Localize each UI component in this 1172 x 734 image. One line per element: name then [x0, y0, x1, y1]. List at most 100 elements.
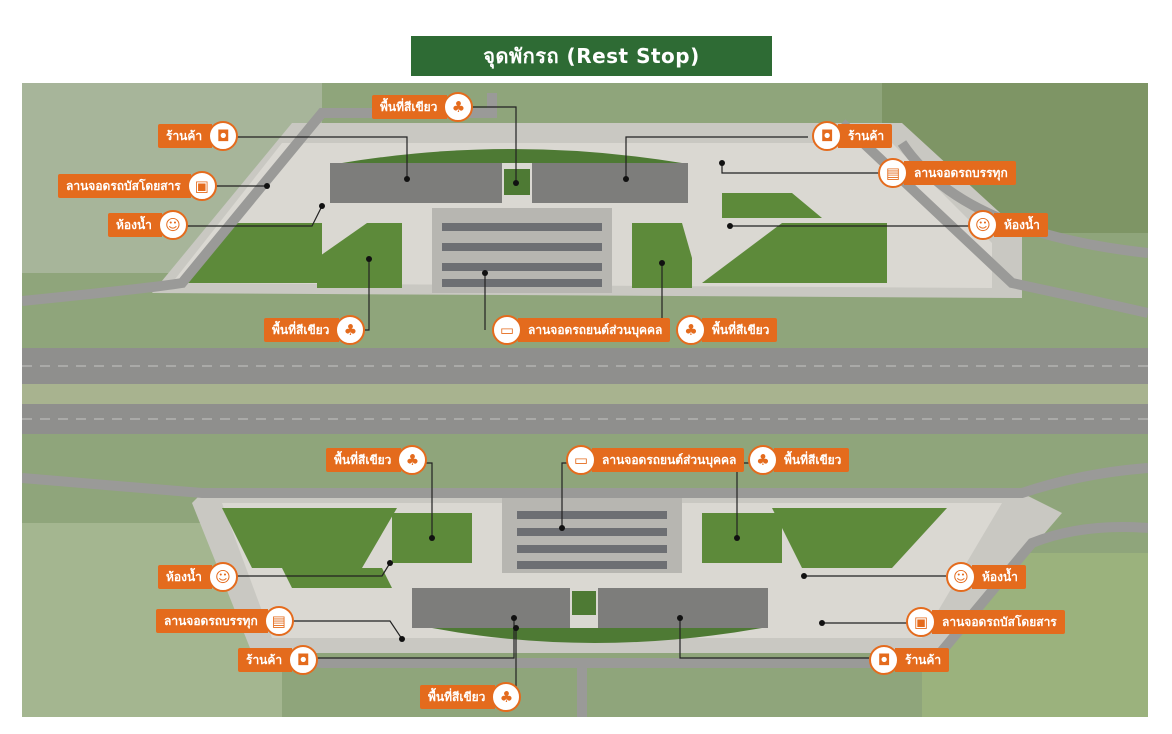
leader-s-green-right	[736, 462, 751, 538]
north-lawn-3	[632, 223, 692, 288]
shopping-bag-icon: ◘	[869, 645, 899, 675]
callout-car-parking: ▭ ลานจอดรถยนต์ส่วนบุคคล	[566, 445, 745, 475]
leader-dot	[366, 256, 372, 262]
callout-label: ร้านค้า	[238, 648, 293, 672]
leader-dot	[801, 573, 807, 579]
callout-label: ลานจอดรถยนต์ส่วนบุคคล	[518, 318, 671, 342]
callout-label: ลานจอดรถบัสโดยสาร	[932, 610, 1065, 634]
leader-dot	[513, 625, 519, 631]
leader-n-shop-right	[625, 136, 808, 179]
callout-label: ลานจอดรถบรรทุก	[904, 161, 1016, 185]
tree-icon: ♣	[491, 682, 522, 712]
callout-green-area: พื้นที่สีเขียว ♣	[420, 682, 522, 712]
south-parking-row-1	[517, 511, 667, 519]
leader-s-truck	[277, 620, 403, 640]
north-garden-strip	[342, 149, 682, 163]
leader-s-shop-right	[679, 618, 869, 659]
shopping-bag-icon: ◘	[208, 121, 239, 151]
tree-icon: ♣	[748, 445, 778, 475]
callout-bus-parking: ลานจอดรถบัสโดยสาร ▣	[58, 171, 217, 201]
south-parking-row-2	[517, 528, 667, 536]
north-lawn-5	[722, 193, 822, 218]
callout-shop: ◘ ร้านค้า	[869, 645, 950, 675]
restroom-icon: ☺	[968, 210, 998, 240]
north-parking-row-2	[442, 243, 602, 251]
north-exit-road	[838, 119, 1148, 318]
leader-dot	[513, 180, 519, 186]
callout-restroom: ห้องน้ำ ☺	[108, 210, 188, 240]
leader-dot	[511, 615, 517, 621]
leader-dot	[264, 183, 270, 189]
leader-lines	[180, 106, 972, 696]
north-parking-row-1	[442, 223, 602, 231]
north-parking-row-4	[442, 279, 602, 287]
callout-label: พื้นที่สีเขียว	[372, 95, 448, 119]
south-building-east	[598, 588, 768, 628]
leader-dot	[734, 535, 740, 541]
callout-car-parking: ▭ ลานจอดรถยนต์ส่วนบุคคล	[492, 315, 671, 345]
callout-label: ลานจอดรถบรรทุก	[156, 609, 268, 633]
bus-icon: ▣	[906, 607, 936, 637]
south-lawn-4	[772, 508, 947, 568]
leader-n-green-top	[459, 106, 517, 183]
tree-icon: ♣	[397, 445, 428, 475]
leader-n-toilet-left	[180, 205, 323, 227]
callout-label: พื้นที่สีเขียว	[420, 685, 496, 709]
callout-label: ร้านค้า	[158, 124, 213, 148]
truck-icon: ▤	[878, 158, 908, 188]
callout-shop: ร้านค้า ◘	[158, 121, 239, 151]
leader-dot	[404, 176, 410, 182]
leader-s-toilet-left	[217, 562, 391, 577]
south-lawn-5	[282, 568, 392, 588]
truck-icon: ▤	[263, 606, 294, 636]
callout-label: ลานจอดรถยนต์ส่วนบุคคล	[592, 448, 745, 472]
callout-green-area: พื้นที่สีเขียว ♣	[372, 92, 474, 122]
leader-dot	[399, 636, 405, 642]
callout-green-area: พื้นที่สีเขียว ♣	[326, 445, 428, 475]
shopping-bag-icon: ◘	[812, 121, 842, 151]
south-parking-row-4	[517, 561, 667, 569]
callout-label: ห้องน้ำ	[972, 565, 1026, 589]
leader-dot	[319, 203, 325, 209]
callout-label: ห้องน้ำ	[158, 565, 212, 589]
callout-label: ร้านค้า	[895, 648, 950, 672]
car-icon: ▭	[566, 445, 596, 475]
leader-dot	[559, 525, 565, 531]
restroom-icon: ☺	[157, 210, 188, 240]
leader-dot	[387, 560, 393, 566]
callout-green-area: พื้นที่สีเขียว ♣	[264, 315, 366, 345]
callout-green-area: ♣ พื้นที่สีเขียว	[676, 315, 778, 345]
callout-restroom: ☺ ห้องน้ำ	[968, 210, 1048, 240]
callout-label: พื้นที่สีเขียว	[702, 318, 778, 342]
north-lawn-4	[702, 223, 887, 283]
callout-label: พื้นที่สีเขียว	[264, 318, 340, 342]
leader-dot	[623, 176, 629, 182]
tree-icon: ♣	[676, 315, 706, 345]
leader-dot	[819, 620, 825, 626]
leader-s-shop-left	[315, 618, 515, 659]
leader-n-truck	[721, 163, 880, 174]
tree-icon: ♣	[443, 92, 474, 122]
bus-icon: ▣	[186, 171, 217, 201]
callout-restroom: ☺ ห้องน้ำ	[946, 562, 1026, 592]
tree-icon: ♣	[335, 315, 366, 345]
south-lawn-3	[702, 513, 782, 563]
callout-label: ห้องน้ำ	[994, 213, 1048, 237]
south-courtyard	[572, 591, 596, 615]
callout-green-area: ♣ พื้นที่สีเขียว	[748, 445, 850, 475]
north-lawn-1	[182, 223, 322, 283]
page-title: จุดพักรถ (Rest Stop)	[411, 36, 772, 76]
south-lawn-1	[222, 508, 397, 568]
callout-label: พื้นที่สีเขียว	[326, 448, 402, 472]
restroom-icon: ☺	[946, 562, 976, 592]
north-building-west	[330, 163, 502, 203]
south-frontage-road	[22, 463, 1148, 498]
north-building-east	[532, 163, 688, 203]
restroom-icon: ☺	[207, 562, 238, 592]
callout-bus-parking: ▣ ลานจอดรถบัสโดยสาร	[906, 607, 1065, 637]
car-icon: ▭	[492, 315, 522, 345]
callout-shop: ร้านค้า ◘	[238, 645, 319, 675]
leader-dot	[727, 223, 733, 229]
leader-dot	[659, 260, 665, 266]
callout-label: ห้องน้ำ	[108, 213, 162, 237]
